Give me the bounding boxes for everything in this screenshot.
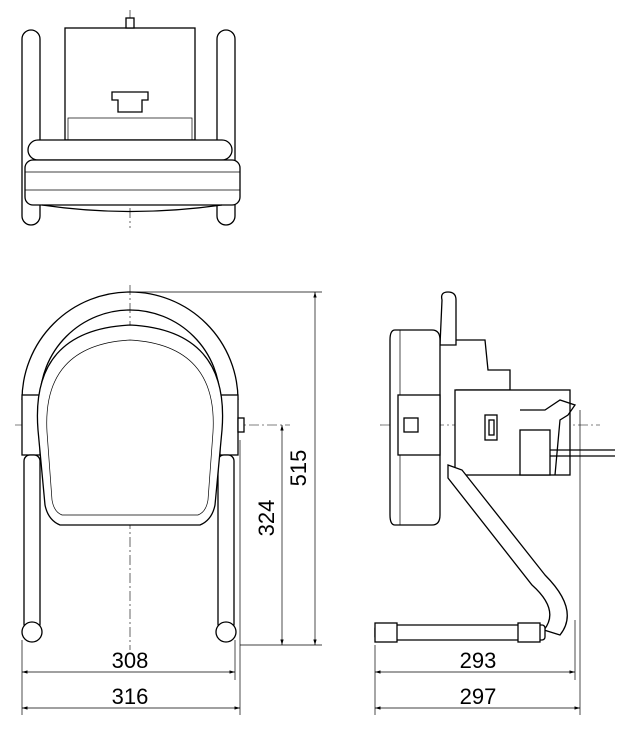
- dim-316: 316: [112, 684, 149, 709]
- side-view: [374, 291, 615, 643]
- dim-324: 324: [254, 500, 279, 537]
- dim-515: 515: [286, 450, 311, 487]
- dim-308: 308: [112, 648, 149, 673]
- top-view: [21, 10, 241, 228]
- dim-297: 297: [460, 684, 497, 709]
- side-dimensions: 293 297: [374, 410, 581, 715]
- dim-293: 293: [460, 648, 497, 673]
- front-view: [15, 285, 290, 650]
- front-dimensions: 308 316 515 324: [21, 291, 322, 715]
